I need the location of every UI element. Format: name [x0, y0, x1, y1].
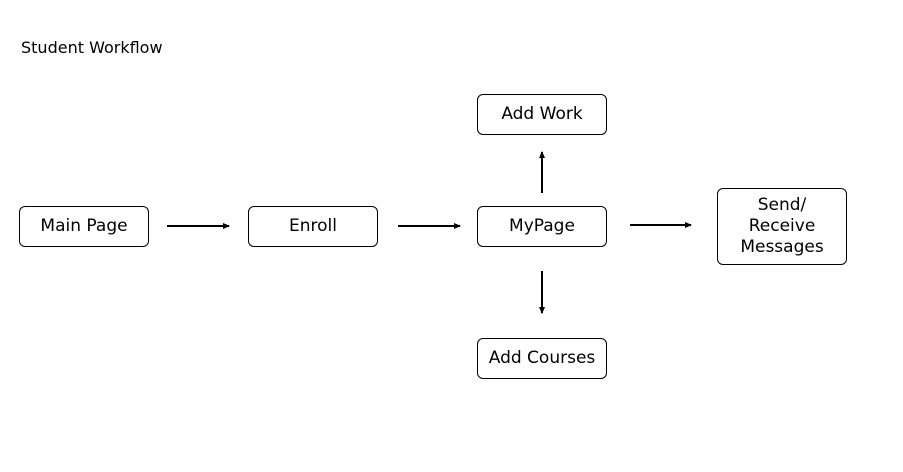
- node-main-page: Main Page: [19, 206, 149, 247]
- node-add-courses: Add Courses: [477, 338, 607, 379]
- node-enroll: Enroll: [248, 206, 378, 247]
- diagram-title: Student Workflow: [21, 38, 163, 57]
- node-mypage: MyPage: [477, 206, 607, 247]
- node-add-work: Add Work: [477, 94, 607, 135]
- node-send-receive-messages: Send/ Receive Messages: [717, 188, 847, 265]
